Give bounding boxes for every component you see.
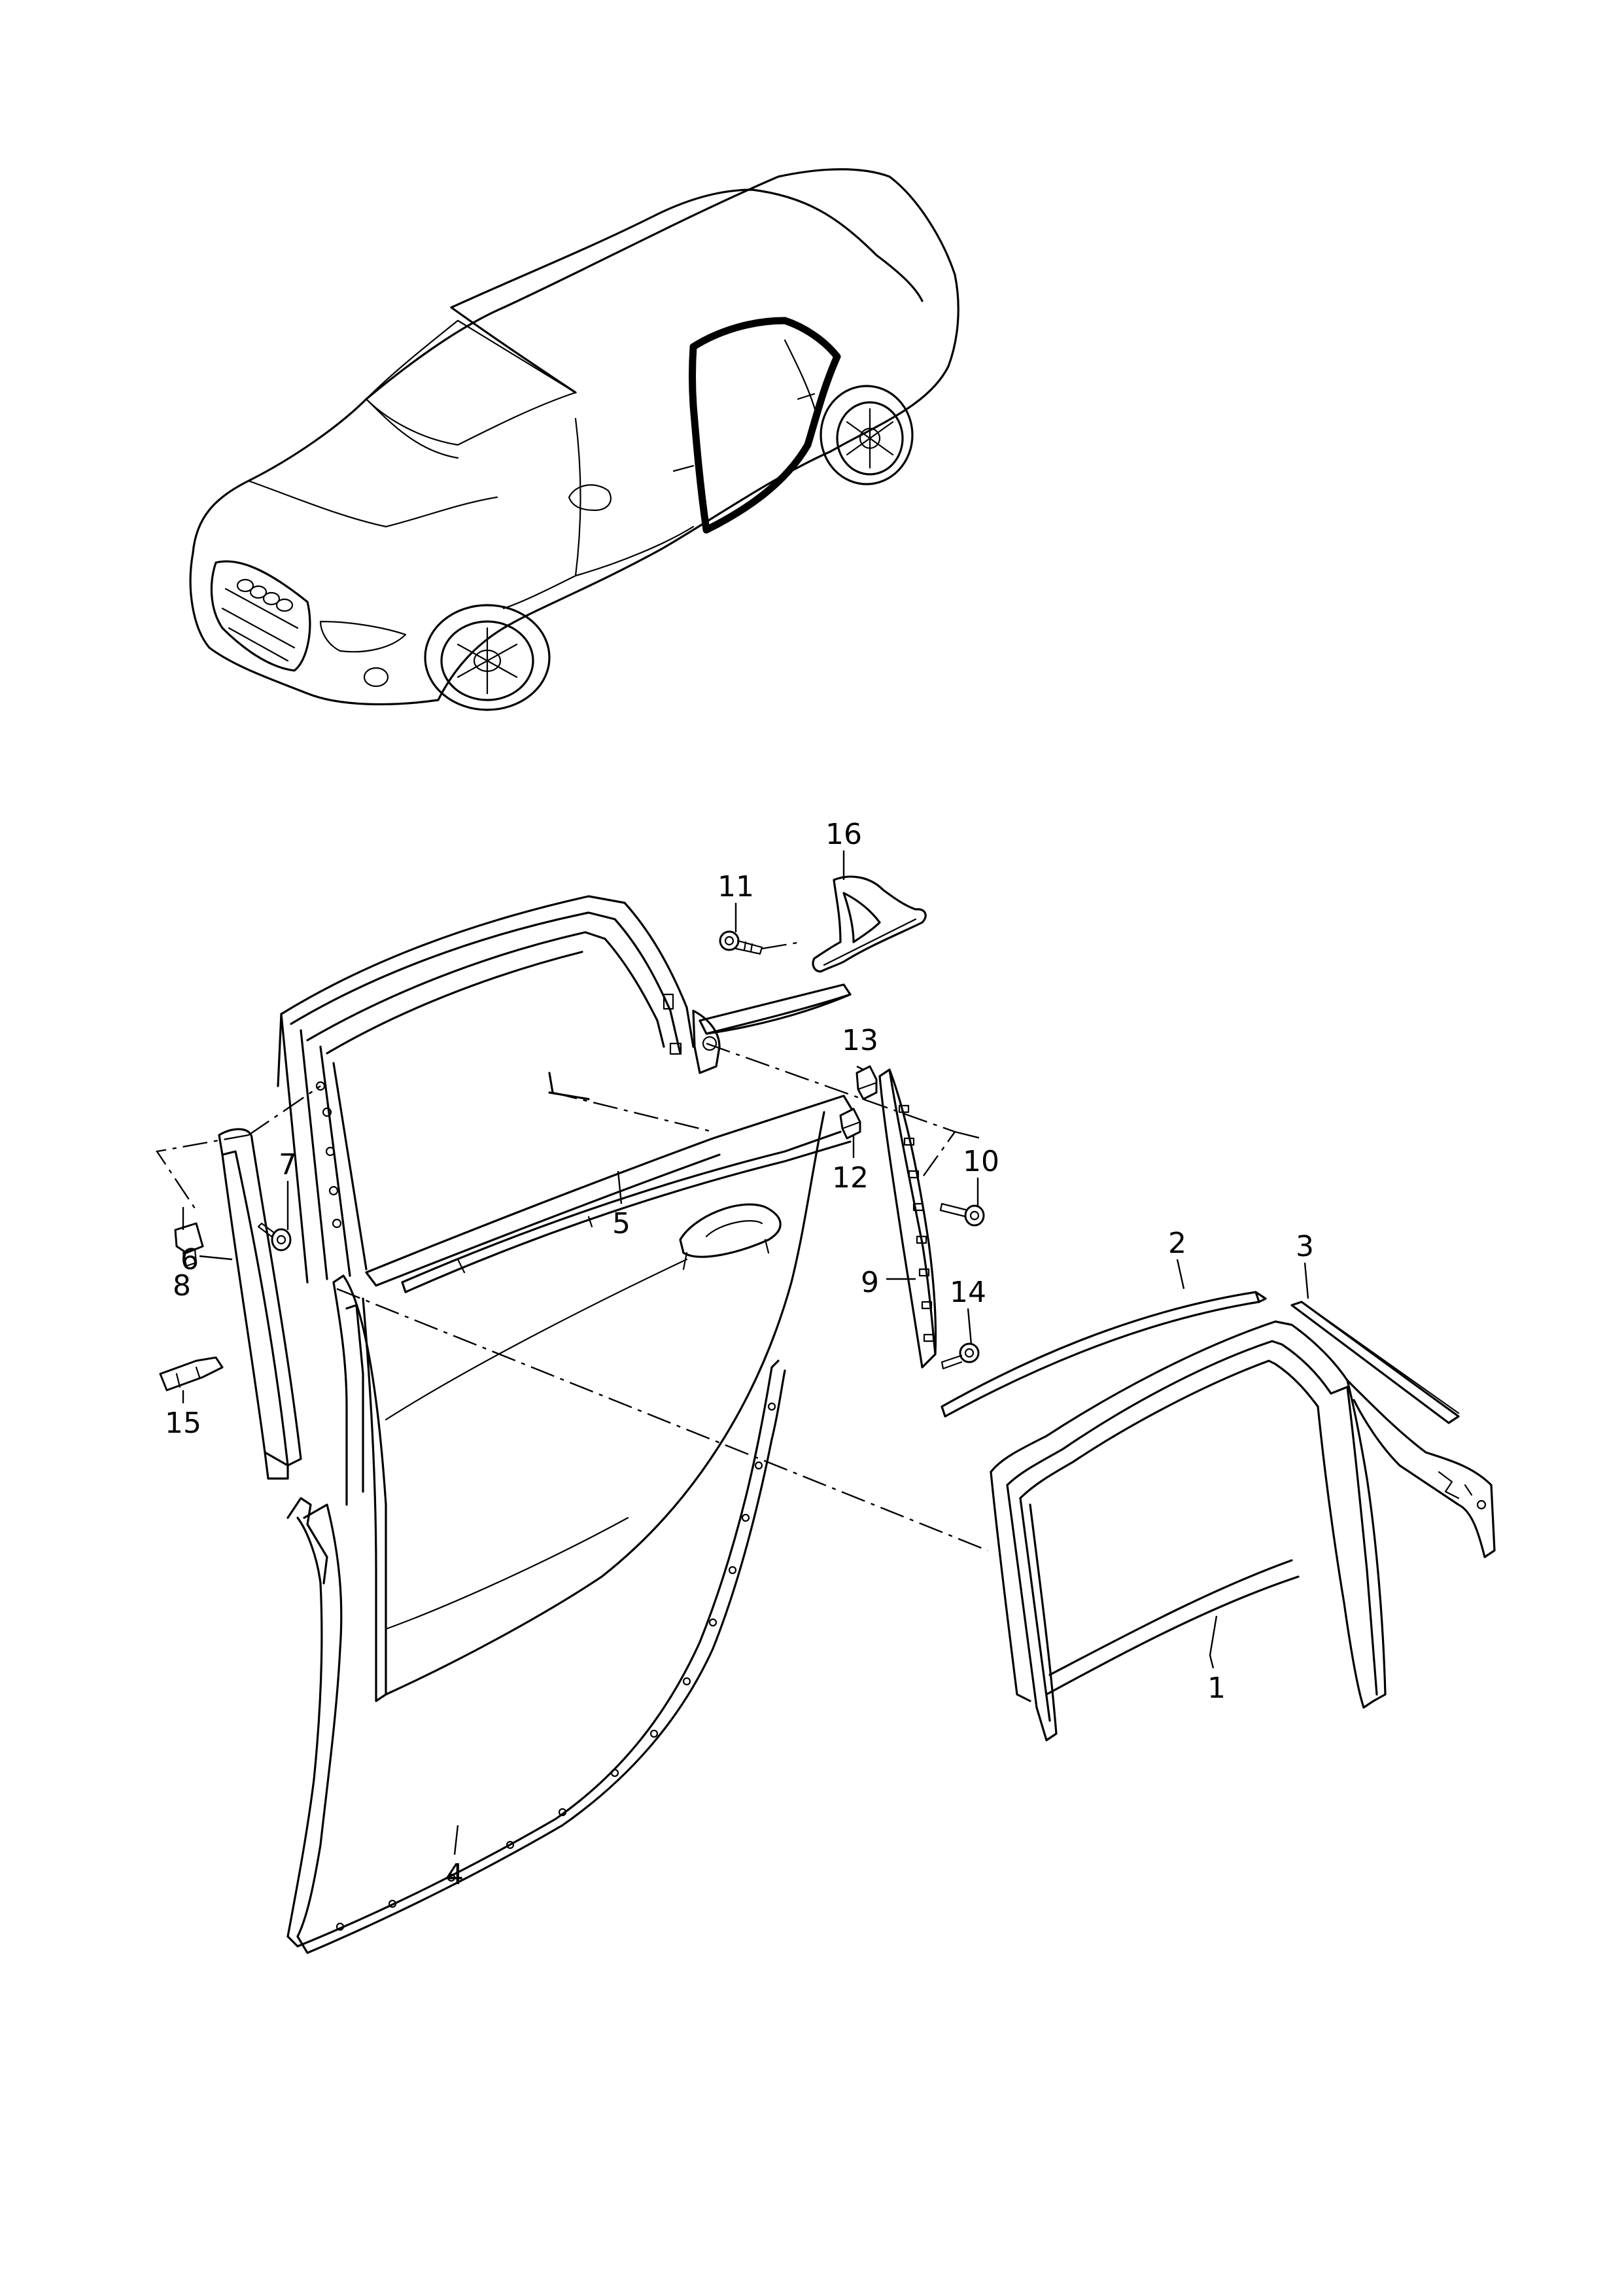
callout-11: 11 bbox=[717, 870, 754, 903]
callout-5: 5 bbox=[612, 1207, 631, 1240]
assembly-lines bbox=[155, 941, 988, 1552]
callout-12: 12 bbox=[832, 1161, 869, 1195]
part-16-trim bbox=[812, 875, 927, 973]
part-15-clip bbox=[159, 1356, 224, 1392]
part-6-pillar-trim bbox=[218, 1128, 302, 1480]
part-8-clip bbox=[174, 1222, 204, 1267]
callout-15: 15 bbox=[165, 1407, 201, 1440]
callout-6: 6 bbox=[181, 1243, 199, 1276]
part-10-screw bbox=[939, 1202, 985, 1227]
part-1-window-frame bbox=[990, 1320, 1496, 1742]
callout-13: 13 bbox=[842, 1024, 878, 1057]
car-overview bbox=[189, 168, 959, 711]
part-11-screw bbox=[719, 930, 763, 955]
part-5-strip bbox=[699, 983, 852, 1035]
part-2-roof-strip bbox=[941, 1291, 1267, 1418]
highlighted-door-seal bbox=[689, 317, 841, 534]
part-7-screw bbox=[257, 1222, 292, 1252]
door-assembly bbox=[277, 895, 855, 1954]
part-14-screw bbox=[941, 1342, 980, 1370]
part-12-clip bbox=[839, 1108, 861, 1140]
callout-7: 7 bbox=[279, 1148, 297, 1182]
callout-3: 3 bbox=[1296, 1230, 1314, 1263]
part-3-strip bbox=[1290, 1301, 1460, 1424]
callout-14: 14 bbox=[950, 1276, 986, 1309]
callout-1: 1 bbox=[1207, 1672, 1226, 1705]
callout-2: 2 bbox=[1168, 1227, 1186, 1260]
callout-10: 10 bbox=[963, 1145, 999, 1178]
callout-labels: 1 2 3 4 5 6 7 8 9 10 11 12 13 14 15 16 bbox=[165, 818, 1314, 1891]
callout-9: 9 bbox=[861, 1266, 879, 1299]
callout-8-visible: 8 bbox=[173, 1269, 191, 1303]
callout-16: 16 bbox=[825, 818, 862, 851]
part-9-pillar-strip bbox=[878, 1068, 937, 1369]
leader-lines bbox=[182, 850, 1309, 1855]
part-13-clip bbox=[855, 1065, 878, 1100]
callout-4: 4 bbox=[445, 1858, 464, 1891]
